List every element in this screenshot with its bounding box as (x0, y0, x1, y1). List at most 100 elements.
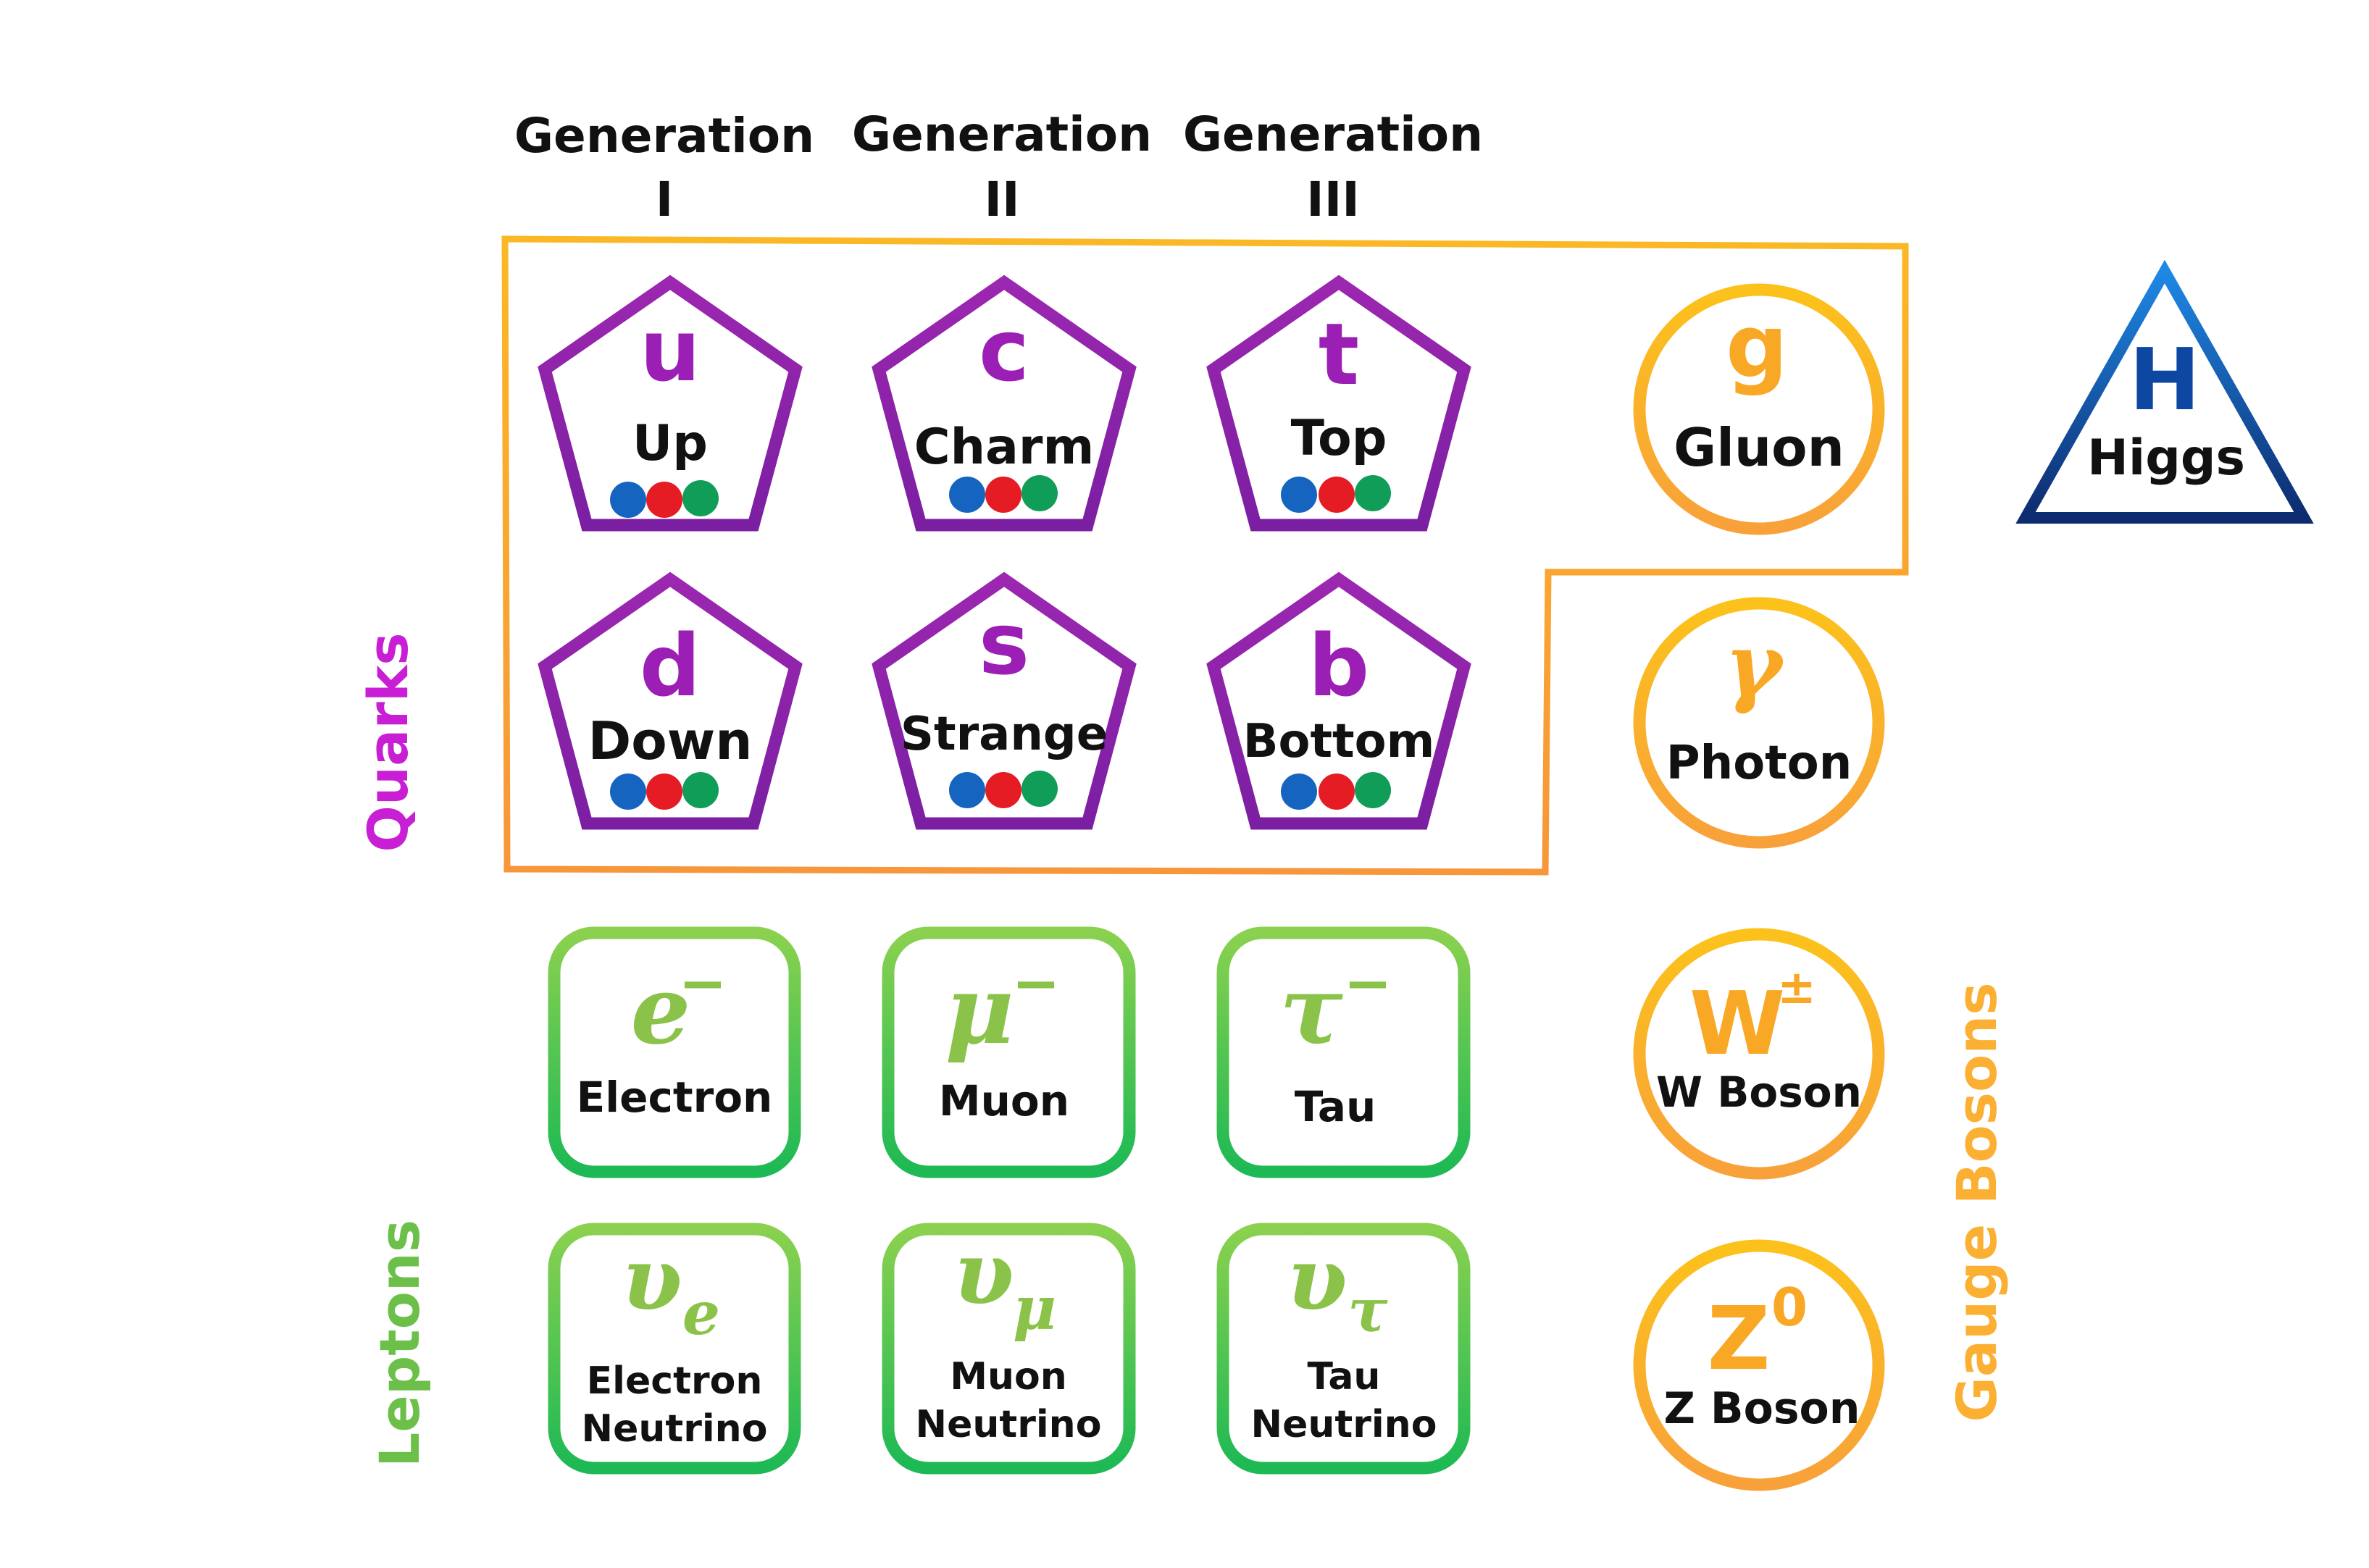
boson-symbol: γ (1724, 614, 1785, 716)
color-charge-red (646, 773, 682, 810)
lepton-box (882, 1223, 1136, 1475)
higgs-triangle (2015, 259, 2314, 524)
lepton-name-line2: Neutrino (916, 1403, 1102, 1446)
quark-bottom: b Bottom (1206, 571, 1471, 830)
boson-circle (1633, 283, 1885, 535)
lepton-symbol: e (631, 955, 691, 1065)
color-charge-red (985, 477, 1021, 513)
color-charge-green (682, 480, 719, 516)
color-charge-green (1355, 475, 1391, 511)
pentagon-outline (1206, 274, 1471, 532)
color-charge-green (682, 772, 719, 808)
lepton-name-line2: Neutrino (1251, 1403, 1437, 1446)
pentagon-outline (1206, 571, 1471, 830)
boson-superscript: ± (1777, 961, 1816, 1015)
lepton-box (882, 926, 1136, 1178)
lepton-muon-neutrino: υ μ Muon Neutrino (882, 1223, 1136, 1475)
gen1-header-line2: I (656, 172, 674, 227)
lepton-name-line1: Tau (1308, 1355, 1381, 1399)
quark-top: t Top (1206, 274, 1471, 532)
boson-photon: γ Photon (1633, 597, 1885, 849)
pentagon-outline (538, 571, 803, 830)
lepton-symbol: μ (945, 955, 1014, 1065)
quark-charm: c Charm (872, 274, 1137, 532)
boson-name: W Boson (1656, 1068, 1862, 1117)
gen2-header-line2: II (984, 172, 1019, 227)
lepton-superscript: − (678, 949, 727, 1017)
boson-circle (1633, 597, 1885, 849)
lepton-box (548, 926, 801, 1178)
boson-w: W ± W Boson (1633, 928, 1885, 1180)
gen3-header-line2: III (1306, 172, 1360, 227)
quark-name: Down (588, 710, 752, 771)
quarks-label: Quarks (356, 632, 420, 852)
gen1-header-line1: Generation (514, 108, 814, 164)
gen3-header-line1: Generation (1183, 106, 1483, 162)
lepton-name-line1: Muon (950, 1355, 1067, 1399)
leptons-label: Leptons (367, 1220, 432, 1467)
boson-superscript: 0 (1771, 1277, 1808, 1338)
lepton-name: Electron (577, 1073, 773, 1122)
boson-symbol: g (1726, 297, 1788, 398)
lepton-name: Muon (939, 1076, 1069, 1125)
quark-symbol: s (979, 594, 1029, 694)
lepton-tau: τ − Tau (1216, 926, 1471, 1178)
lepton-box (1216, 1223, 1471, 1475)
boson-gluon: g Gluon (1633, 283, 1885, 535)
quark-strange: s Strange (872, 571, 1137, 830)
pentagon-outline (538, 274, 803, 532)
quark-symbol: d (640, 616, 701, 716)
color-charge-red (1319, 477, 1355, 513)
quark-name: Bottom (1243, 715, 1435, 768)
boson-name: Gluon (1674, 417, 1844, 478)
gen2-header-line1: Generation (852, 106, 1152, 162)
quarks-frame (501, 235, 1909, 876)
boson-symbol: W (1689, 974, 1785, 1075)
color-charge-green (1355, 772, 1391, 808)
boson-circle (1633, 1239, 1885, 1491)
boson-name: Photon (1666, 737, 1852, 790)
quark-name: Charm (914, 419, 1095, 476)
lepton-subscript: e (682, 1279, 720, 1349)
lepton-superscript: − (1011, 949, 1060, 1017)
higgs-name: Higgs (2087, 429, 2245, 487)
quark-down: d Down (538, 571, 803, 830)
higgs-symbol: H (2129, 330, 2201, 429)
lepton-superscript: − (1343, 949, 1392, 1017)
quark-name: Up (632, 415, 708, 472)
color-charge-blue (610, 482, 646, 518)
boson-z: Z 0 Z Boson (1633, 1239, 1885, 1491)
lepton-box (548, 1223, 801, 1475)
pentagon-outline (872, 274, 1137, 532)
boson-higgs: H Higgs (2015, 259, 2314, 524)
color-charge-red (1319, 773, 1355, 810)
color-charge-green (1021, 475, 1058, 511)
lepton-symbol: τ (1279, 955, 1343, 1065)
lepton-electron-neutrino: υ e Electron Neutrino (548, 1223, 801, 1475)
lepton-electron: e − Electron (548, 926, 801, 1178)
quark-symbol: c (979, 301, 1029, 401)
quark-symbol: b (1308, 616, 1369, 716)
gauge-bosons-label: Gauge Bosons (1944, 982, 2009, 1422)
lepton-name-line2: Neutrino (582, 1407, 768, 1451)
lepton-box (1216, 926, 1471, 1178)
lepton-symbol: υ (1287, 1228, 1347, 1330)
quark-name: Top (1291, 410, 1387, 467)
color-charge-blue (1281, 477, 1317, 513)
lepton-tau-neutrino: υ τ Tau Neutrino (1216, 1223, 1471, 1475)
color-charge-green (1021, 771, 1058, 807)
quark-up: u Up (538, 274, 803, 532)
lepton-name-line1: Electron (587, 1359, 763, 1403)
lepton-subscript: τ (1348, 1276, 1388, 1346)
color-charge-red (985, 772, 1021, 808)
color-charge-blue (949, 772, 985, 808)
color-charge-blue (1281, 773, 1317, 810)
boson-name: Z Boson (1664, 1383, 1860, 1434)
pentagon-outline (872, 571, 1137, 830)
color-charge-blue (610, 773, 646, 810)
boson-circle (1633, 928, 1885, 1180)
lepton-symbol: υ (953, 1223, 1014, 1325)
color-charge-blue (949, 477, 985, 513)
lepton-symbol: υ (622, 1228, 682, 1330)
